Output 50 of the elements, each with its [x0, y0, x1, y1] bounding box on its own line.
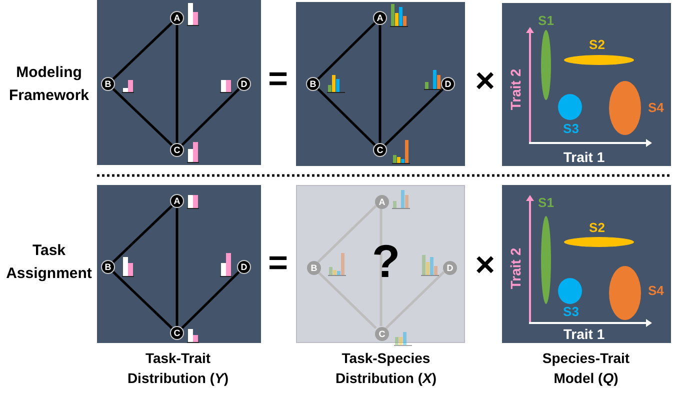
graph-edge — [112, 270, 173, 330]
species-label: S2 — [589, 221, 605, 234]
axis-label: Trait 2 — [506, 246, 524, 292]
graph-edge — [181, 88, 240, 146]
graph-edge — [385, 270, 445, 330]
panel — [97, 0, 261, 165]
panel — [97, 185, 261, 343]
species-label: S3 — [563, 305, 579, 318]
graph-edge — [181, 271, 240, 329]
graph-edge — [176, 208, 178, 326]
graph-edge — [317, 204, 377, 264]
species-label: S1 — [538, 196, 554, 209]
axis-label: Trait 2 — [506, 68, 524, 112]
species-label: S1 — [538, 14, 554, 27]
graph-edge — [317, 270, 377, 330]
species-label: S4 — [648, 101, 664, 114]
axis-label: Trait 1 — [562, 148, 606, 167]
graph-edge — [384, 88, 444, 146]
species-ellipse — [558, 278, 582, 304]
row-heading: Modeling Framework — [8, 63, 90, 106]
species-label: S2 — [589, 38, 605, 51]
species-ellipse — [609, 81, 641, 135]
graph-edge — [112, 204, 173, 264]
species-label: S3 — [563, 122, 579, 135]
times-sign: × — [474, 248, 496, 282]
graph-edge — [112, 88, 173, 146]
row-heading: Task Assignment — [5, 241, 93, 284]
equals-sign: = — [267, 246, 289, 280]
species-ellipse — [564, 237, 634, 247]
panel — [502, 3, 671, 166]
graph-edge — [112, 22, 173, 80]
species-ellipse — [564, 55, 634, 65]
species-ellipse — [558, 94, 582, 120]
graph-edge — [378, 25, 382, 143]
equals-sign: = — [267, 62, 289, 96]
panel — [296, 2, 465, 166]
column-caption: Task-Trait Distribution (Y) — [126, 349, 230, 388]
axis-label: Trait 1 — [562, 327, 606, 341]
faded-panel — [296, 185, 465, 343]
times-sign: × — [474, 64, 496, 98]
species-label: S4 — [648, 284, 664, 297]
panel — [502, 185, 671, 343]
species-ellipse — [541, 30, 551, 100]
species-ellipse — [609, 266, 641, 320]
graph-edge — [176, 25, 178, 143]
column-caption: Task-Species Distribution (X) — [334, 349, 438, 388]
graph-edge — [317, 22, 376, 80]
graph-edge — [317, 88, 376, 146]
question-mark: ? — [370, 238, 402, 284]
column-caption: Species-Trait Model (Q) — [541, 349, 631, 388]
